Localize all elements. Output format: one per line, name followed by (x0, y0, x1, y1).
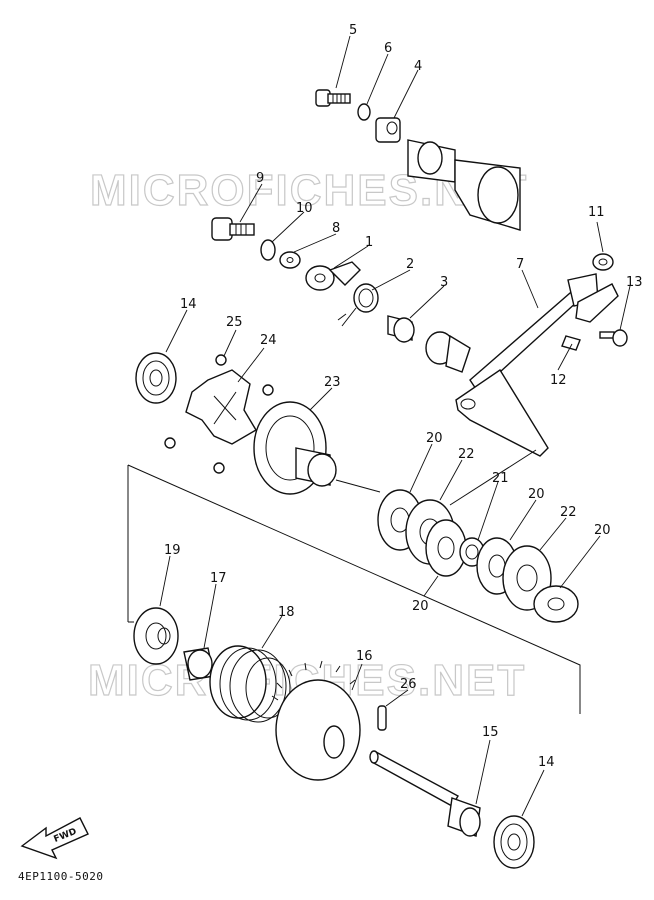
screw-part-13 (599, 329, 628, 347)
label-4: 4 (414, 59, 422, 74)
label-22-a: 22 (458, 447, 475, 462)
shift-shaft-part-7 (455, 273, 599, 457)
label-1: 1 (365, 235, 373, 250)
label-22-b: 22 (560, 505, 577, 520)
bearing-part-14-left (135, 352, 177, 404)
cam-part-24 (185, 369, 257, 445)
label-20-d: 20 (412, 599, 429, 614)
bolt-part-5 (315, 89, 351, 107)
sprocket-part-16 (271, 660, 361, 781)
bolt-part-9 (211, 217, 255, 241)
label-14-bottom: 14 (538, 755, 555, 770)
label-7: 7 (516, 257, 524, 272)
lever-part-1 (305, 261, 361, 291)
label-20-c: 20 (594, 523, 611, 538)
leader-lines (159, 35, 631, 817)
label-12: 12 (550, 373, 567, 388)
arm-part-12 (561, 283, 619, 351)
clutch-plate-part-20d (533, 585, 579, 623)
label-6: 6 (384, 41, 392, 56)
label-21: 21 (492, 471, 509, 486)
label-14-top: 14 (180, 297, 197, 312)
label-16: 16 (356, 649, 373, 664)
shaft-housing (407, 139, 521, 231)
label-3: 3 (440, 275, 448, 290)
fwd-arrow-icon: FWD (20, 817, 89, 860)
pin-part-26 (377, 705, 387, 731)
washer-part-10 (260, 239, 276, 261)
label-15: 15 (482, 725, 499, 740)
balls-part-25 (164, 354, 274, 474)
label-11: 11 (588, 205, 605, 220)
washer-part-8 (279, 251, 301, 269)
shift-drum-part-23 (253, 401, 381, 495)
shaft-part-15 (369, 750, 481, 837)
spring-part-2 (337, 283, 379, 327)
bearing-part-14-right (493, 815, 535, 869)
label-24: 24 (260, 333, 277, 348)
label-5: 5 (349, 23, 357, 38)
label-18: 18 (278, 605, 295, 620)
collar-part-3 (387, 315, 415, 343)
label-9: 9 (256, 171, 264, 186)
collar-part-17 (183, 647, 215, 681)
label-20-a: 20 (426, 431, 443, 446)
label-25: 25 (226, 315, 243, 330)
label-26: 26 (400, 677, 417, 692)
label-19: 19 (164, 543, 181, 558)
bearing-part-19 (133, 607, 179, 665)
part-labels: 5 6 4 9 10 8 1 2 3 7 11 13 12 14 25 24 2… (164, 23, 643, 770)
label-13: 13 (626, 275, 643, 290)
reference-code: 4EP1100-5020 (18, 870, 104, 883)
label-17: 17 (210, 571, 227, 586)
nut-part-4 (375, 117, 401, 143)
label-10: 10 (296, 201, 313, 216)
spring-part-18 (209, 645, 291, 723)
label-2: 2 (406, 257, 414, 272)
label-23: 23 (324, 375, 341, 390)
shift-plate (425, 331, 471, 373)
washer-part-6 (357, 103, 371, 121)
label-8: 8 (332, 221, 340, 236)
label-20-b: 20 (528, 487, 545, 502)
assembly-outline (127, 449, 581, 714)
nut-part-11 (592, 253, 614, 271)
